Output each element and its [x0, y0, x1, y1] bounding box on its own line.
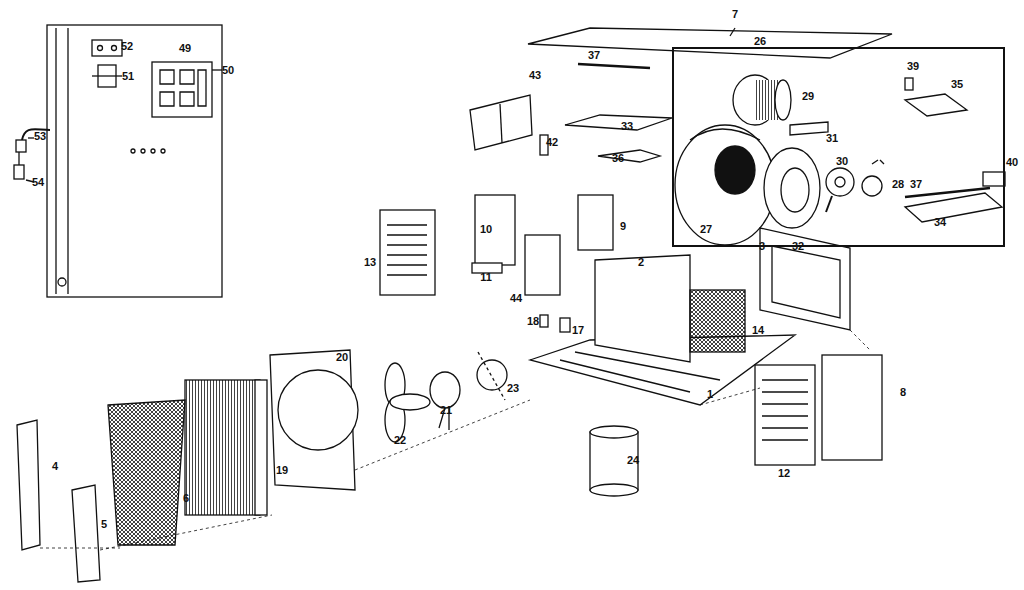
callout-number: 27: [700, 223, 712, 235]
callout-number: 36: [612, 152, 624, 164]
callout-number: 19: [276, 464, 288, 476]
callout-number: 43: [529, 69, 541, 81]
callout-number: 3: [759, 240, 765, 252]
callout-number: 32: [792, 240, 804, 252]
callout-number: 4: [52, 460, 58, 472]
callout-number: 26: [754, 35, 766, 47]
callout-number: 9: [620, 220, 626, 232]
callout-number: 20: [336, 351, 348, 363]
callout-number: 11: [480, 271, 492, 283]
callout-number: 40: [1006, 156, 1018, 168]
callout-number: 14: [752, 324, 764, 336]
callout-number: 23: [507, 382, 519, 394]
callout-number: 33: [621, 120, 633, 132]
callout-number: 51: [122, 70, 134, 82]
callout-number: 53: [34, 130, 46, 142]
callout-number: 7: [732, 8, 738, 20]
callout-number: 30: [836, 155, 848, 167]
callout-number: 54: [32, 176, 44, 188]
callout-number: 1: [707, 388, 713, 400]
callout-number: 21: [440, 404, 452, 416]
callout-number: 34: [934, 216, 946, 228]
callout-number: 44: [510, 292, 522, 304]
callout-number: 12: [778, 467, 790, 479]
callout-number: 13: [364, 256, 376, 268]
callout-number: 42: [546, 136, 558, 148]
callout-number: 22: [394, 434, 406, 446]
callout-number: 29: [802, 90, 814, 102]
callout-number: 28: [892, 178, 904, 190]
callout-number: 35: [951, 78, 963, 90]
callout-number: 49: [179, 42, 191, 54]
callout-number: 2: [638, 256, 644, 268]
callout-number: 52: [121, 40, 133, 52]
callout-number: 10: [480, 223, 492, 235]
callout-number: 18: [527, 315, 539, 327]
callout-number: 24: [627, 454, 639, 466]
callout-number: 8: [900, 386, 906, 398]
callout-number: 37: [588, 49, 600, 61]
assembly-box: 26: [672, 47, 1005, 247]
callout-number: 39: [907, 60, 919, 72]
callout-number: 50: [222, 64, 234, 76]
callout-number: 6: [183, 492, 189, 504]
callout-number: 5: [101, 518, 107, 530]
callout-number: 31: [826, 132, 838, 144]
callout-number: 37: [910, 178, 922, 190]
callout-number: 17: [572, 324, 584, 336]
